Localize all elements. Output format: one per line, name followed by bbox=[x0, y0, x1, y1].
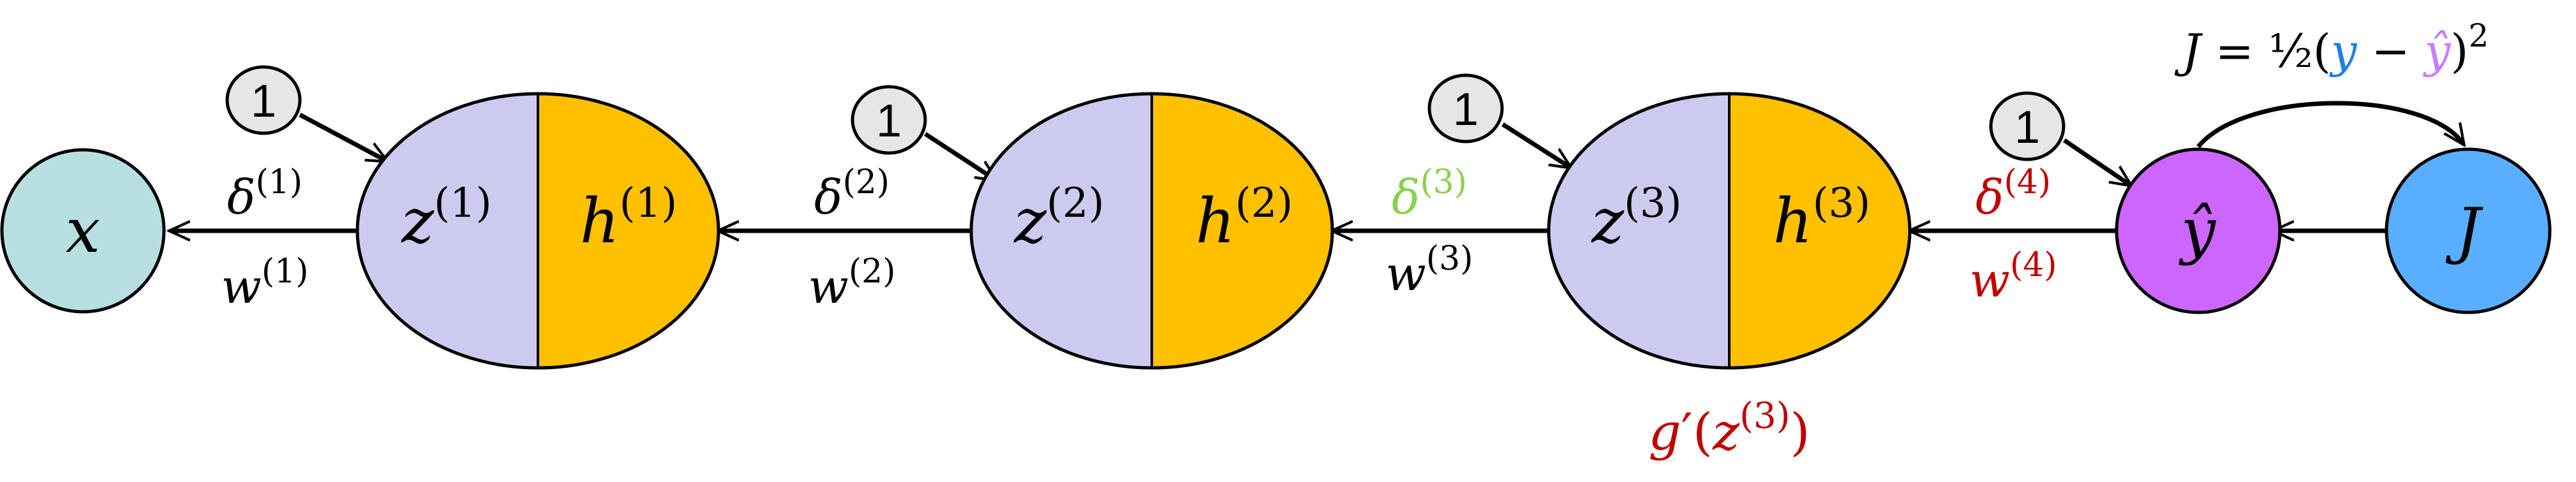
bias-arrow-1 bbox=[299, 112, 386, 161]
edge-1-weight-label: w(1) bbox=[221, 252, 308, 314]
node-layer-1: z(1) h(1) bbox=[355, 92, 720, 370]
node-layer-1-h-half bbox=[538, 94, 718, 368]
node-j-circle bbox=[2385, 147, 2552, 314]
edge-2-delta-label: δ(2) bbox=[814, 163, 890, 225]
node-yhat-label: ŷ bbox=[2178, 195, 2217, 267]
edge-2-weight-label: w(2) bbox=[808, 252, 895, 314]
node-layer-2: z(2) h(2) bbox=[969, 92, 1334, 370]
bias-arrow-4 bbox=[2063, 138, 2130, 185]
node-x-circle bbox=[0, 148, 166, 314]
arrow-yhat-to-j-curve bbox=[2196, 101, 2463, 149]
edge-3-delta-label: δ(3) bbox=[1392, 163, 1467, 225]
node-j: J bbox=[2385, 147, 2552, 314]
bias-node-3: 1 bbox=[1427, 73, 1504, 143]
node-layer-2-z-label: z(2) bbox=[1013, 180, 1104, 257]
bias-node-1-label: 1 bbox=[251, 76, 276, 127]
node-layer-3-z-label: z(3) bbox=[1591, 180, 1681, 257]
bias-arrow-2 bbox=[924, 132, 995, 180]
bias-node-1: 1 bbox=[225, 65, 302, 135]
node-x: x bbox=[0, 148, 166, 314]
node-x-label: x bbox=[66, 195, 100, 267]
node-yhat: ŷ bbox=[2115, 147, 2282, 314]
node-layer-2-h-label: h(2) bbox=[1196, 180, 1293, 257]
bias-node-4: 1 bbox=[1989, 91, 2066, 161]
bias-node-3-label: 1 bbox=[1453, 84, 1478, 135]
bias-node-2-label: 1 bbox=[876, 96, 902, 147]
node-layer-2-z-half bbox=[971, 94, 1152, 368]
bias-node-1-shape bbox=[225, 65, 302, 135]
node-layer-1-z-half bbox=[357, 94, 538, 368]
edge-4-weight-label: w(4) bbox=[1969, 246, 2057, 308]
edge-1-delta-label: δ(1) bbox=[227, 163, 302, 225]
node-layer-3-h-half bbox=[1729, 94, 1910, 368]
node-layer-3: z(3) h(3) bbox=[1547, 92, 1912, 370]
bias-node-2: 1 bbox=[851, 85, 927, 155]
activation-derivative-label: g′(z(3)) bbox=[1648, 395, 1810, 462]
edge-4-delta-label: δ(4) bbox=[1976, 163, 2051, 225]
node-layer-2-h-half bbox=[1152, 94, 1332, 368]
node-layer-3-h-label: h(3) bbox=[1773, 180, 1870, 257]
node-yhat-circle bbox=[2115, 147, 2282, 314]
bias-node-3-shape bbox=[1427, 73, 1504, 143]
bias-node-4-shape bbox=[1989, 91, 2066, 161]
bias-node-2-shape bbox=[851, 85, 927, 155]
node-layer-3-z-half bbox=[1549, 94, 1729, 368]
node-layer-1-z-label: z(1) bbox=[401, 180, 491, 257]
bias-arrow-3 bbox=[1501, 122, 1570, 167]
edge-3-weight-label: w(3) bbox=[1385, 240, 1473, 302]
loss-formula: J = ½(y − ŷ)2 bbox=[2174, 17, 2489, 78]
node-layer-1-h-label: h(1) bbox=[580, 180, 677, 257]
bias-node-4-label: 1 bbox=[2014, 102, 2040, 153]
